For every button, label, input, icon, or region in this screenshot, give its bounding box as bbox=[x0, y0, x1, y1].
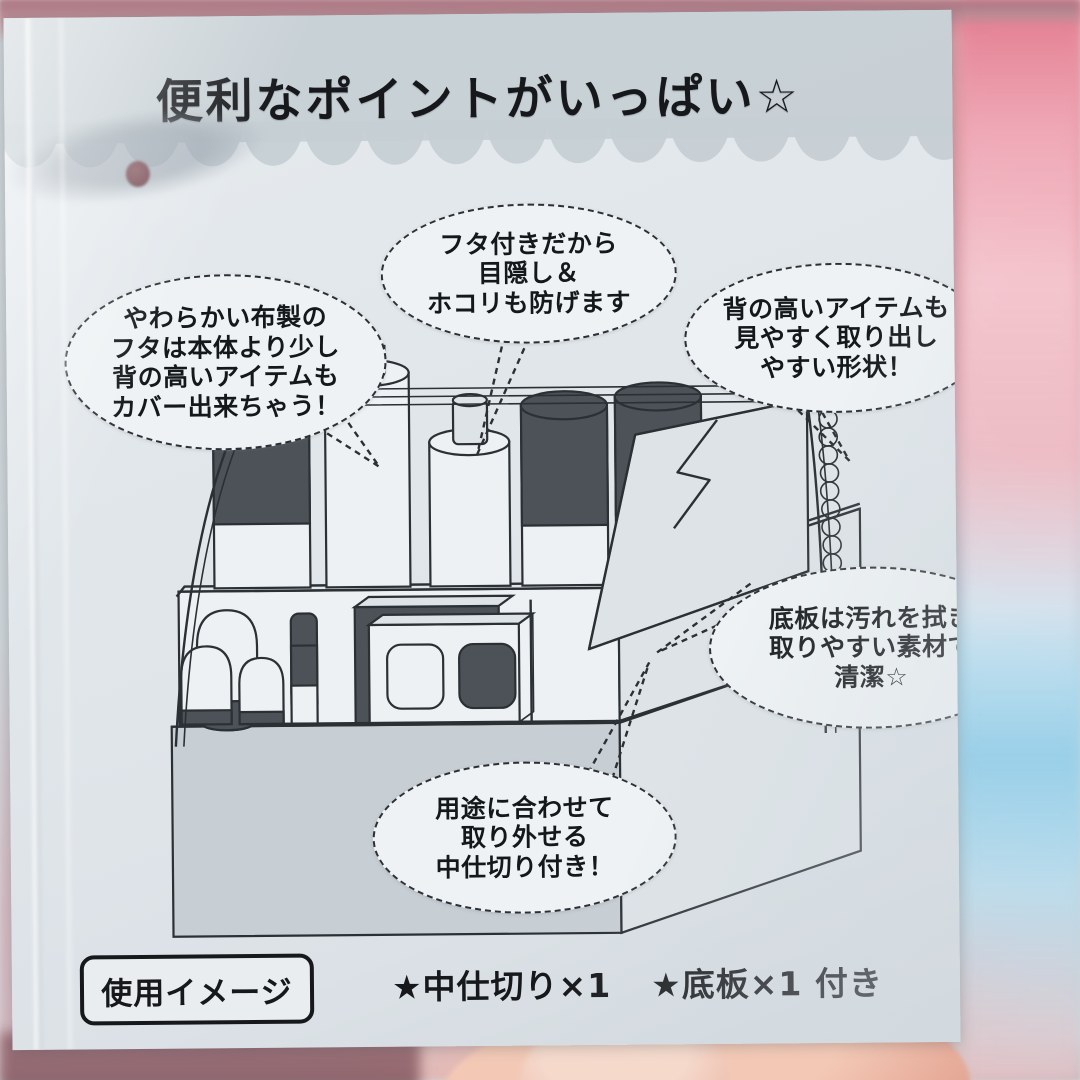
bubble-line: やすい形状！ bbox=[759, 351, 914, 383]
bubble-line: 取りやすい素材で bbox=[768, 631, 961, 663]
background-package-right bbox=[962, 0, 1080, 1080]
bubble-line: 背の高いアイテムも bbox=[112, 361, 340, 393]
bubble-line: フタ付きだから bbox=[439, 228, 618, 260]
bubble-line: やわらかい布製の bbox=[122, 302, 328, 334]
bubble-line: 用途に合わせて bbox=[435, 792, 614, 824]
bubble-line: 取り外せる bbox=[460, 822, 589, 853]
bubble-line: 清潔☆ bbox=[834, 662, 909, 692]
usage-image-label: 使用イメージ bbox=[79, 953, 315, 1026]
accessory-base-plate: ★底板×1 付き bbox=[651, 963, 884, 1005]
included-accessories: ★中仕切り×1 ★底板×1 付き bbox=[392, 955, 952, 1010]
bubble-line: 底板は汚れを拭き bbox=[768, 602, 961, 634]
bubble-line: 目隠し＆ bbox=[477, 258, 580, 289]
bubble-line: ホコリも防げます bbox=[426, 287, 632, 319]
ink-dot-mark bbox=[125, 160, 150, 188]
bubble-lid-hides-dust: フタ付きだから 目隠し＆ ホコリも防げます bbox=[380, 202, 678, 345]
bubble-line: フタは本体より少し bbox=[110, 331, 341, 363]
product-insert-card: 便利なポイントがいっぱい☆ .ln{fill:none;stroke:#2b30… bbox=[3, 9, 961, 1051]
accessory-divider: ★中仕切り×1 bbox=[391, 965, 612, 1007]
bubble-line: 背の高いアイテムも bbox=[722, 292, 950, 324]
bubble-line: 中仕切り付き！ bbox=[435, 851, 615, 883]
bubble-line: 見やすく取り出し bbox=[734, 322, 939, 354]
bubble-line: カバー出来ちゃう！ bbox=[111, 390, 341, 422]
